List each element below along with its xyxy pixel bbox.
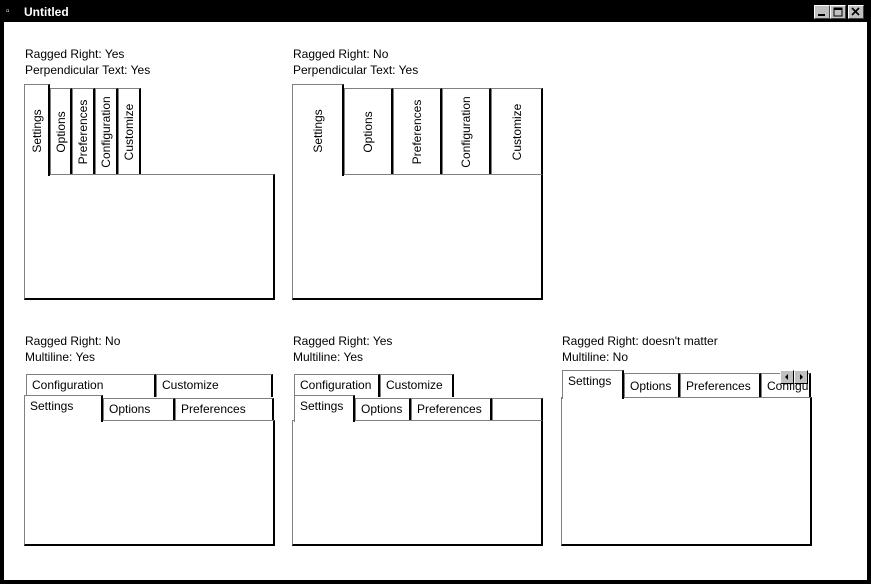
tab-configuration[interactable]: Configuration xyxy=(95,88,118,174)
maximize-button[interactable] xyxy=(830,5,846,19)
client-area: Ragged Right: Yes Perpendicular Text: Ye… xyxy=(4,22,867,580)
tab-customize[interactable]: Customize xyxy=(118,88,141,174)
tab-customize[interactable]: Customize xyxy=(380,374,454,397)
group4-ragged-label: Ragged Right: Yes xyxy=(293,334,393,348)
tab-label: Settings xyxy=(310,108,325,153)
tab-preferences[interactable]: Preferences xyxy=(393,88,442,174)
group1-tab-panel xyxy=(24,174,275,300)
group5-ragged-label: Ragged Right: doesn't matter xyxy=(562,334,718,348)
tab-scroll-left-button[interactable] xyxy=(780,370,794,384)
tab-settings[interactable]: Settings xyxy=(24,84,50,176)
title-bar[interactable]: ▫ Untitled xyxy=(2,2,869,22)
app-icon[interactable]: ▫ xyxy=(6,6,10,17)
tab-options[interactable]: Options xyxy=(355,398,411,420)
tab-configuration[interactable]: Configuration xyxy=(26,374,156,397)
tab-label: Preferences xyxy=(410,99,424,164)
tab-label: Options xyxy=(53,110,68,153)
minimize-button[interactable] xyxy=(814,5,830,19)
tab-label: Customize xyxy=(122,103,136,160)
maximize-icon xyxy=(833,7,843,17)
tab-label: Customize xyxy=(509,103,524,160)
tab-preferences[interactable]: Preferences xyxy=(680,373,761,397)
group3-ragged-label: Ragged Right: No xyxy=(25,334,121,348)
tab-label: Settings xyxy=(29,108,44,153)
tab-settings[interactable]: Settings xyxy=(294,395,355,422)
group4-tab-panel xyxy=(292,420,543,546)
group3-mode-label: Multiline: Yes xyxy=(25,350,96,364)
arrow-left-icon xyxy=(785,374,788,380)
group3-tab-panel xyxy=(24,420,275,546)
selected-tab-join xyxy=(293,174,342,176)
window-title: Untitled xyxy=(24,5,69,19)
tab-configuration[interactable]: Configuration xyxy=(442,88,491,174)
tab-customize[interactable]: Customize xyxy=(491,88,543,174)
tab-settings[interactable]: Settings xyxy=(562,370,624,399)
tab-empty-row-filler xyxy=(492,398,543,420)
tab-preferences[interactable]: Preferences xyxy=(411,398,492,420)
group2-ragged-label: Ragged Right: No xyxy=(293,47,389,61)
tab-options[interactable]: Options xyxy=(344,88,393,174)
tab-options[interactable]: Options xyxy=(624,373,680,397)
tab-configuration[interactable]: Configuration xyxy=(294,374,380,397)
group2-tab-panel xyxy=(292,174,543,300)
tab-customize[interactable]: Customize xyxy=(156,374,273,397)
selected-tab-join xyxy=(563,397,622,399)
group1-ragged-label: Ragged Right: Yes xyxy=(25,47,125,61)
group2-mode-label: Perpendicular Text: Yes xyxy=(293,63,419,77)
tab-label: Configuration xyxy=(99,95,113,168)
close-icon xyxy=(851,7,860,16)
selected-tab-join xyxy=(295,420,353,422)
tab-scroll-right-button[interactable] xyxy=(794,370,808,384)
tab-settings[interactable]: Settings xyxy=(24,395,103,422)
tab-preferences[interactable]: Preferences xyxy=(72,88,95,174)
group5-mode-label: Multiline: No xyxy=(562,350,629,364)
minimize-icon xyxy=(818,14,825,16)
tab-options[interactable]: Options xyxy=(50,88,72,174)
tab-label: Preferences xyxy=(76,99,90,164)
selected-tab-join xyxy=(25,420,101,422)
tab-preferences[interactable]: Preferences xyxy=(175,398,274,420)
tab-settings[interactable]: Settings xyxy=(292,84,344,176)
arrow-right-icon xyxy=(800,374,803,380)
tab-label: Configuration xyxy=(459,95,473,168)
close-button[interactable] xyxy=(848,5,864,19)
group4-mode-label: Multiline: Yes xyxy=(293,350,364,364)
group1-mode-label: Perpendicular Text: Yes xyxy=(25,63,151,77)
group5-tab-panel xyxy=(561,397,812,546)
tab-options[interactable]: Options xyxy=(103,398,175,420)
selected-tab-join xyxy=(25,174,47,176)
tab-label: Options xyxy=(361,110,375,153)
